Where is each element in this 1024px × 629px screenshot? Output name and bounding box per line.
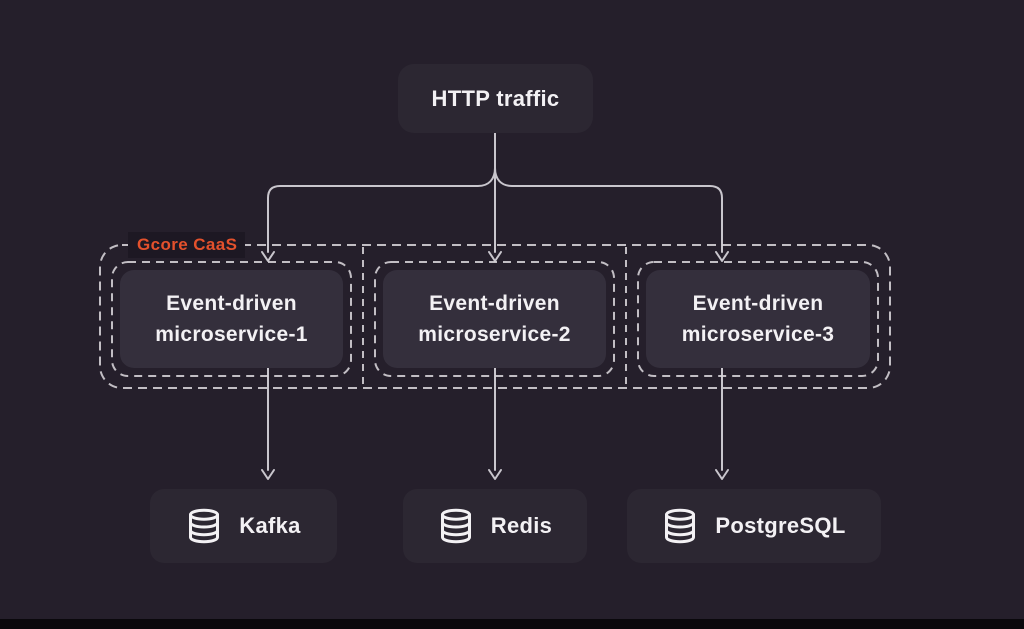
connector-branch-left	[267, 167, 496, 253]
db-node-kafka: Kafka	[150, 489, 337, 563]
service-1-dashed-frame	[111, 261, 352, 377]
arrowhead-db-2	[488, 469, 502, 480]
arrowhead-service-1	[261, 251, 275, 262]
database-cylinder-icon	[440, 508, 471, 544]
service-node-1: Event-driven microservice-1	[120, 270, 343, 368]
db-label-postgresql: PostgreSQL	[715, 513, 846, 538]
service-3-dashed-frame	[637, 261, 879, 377]
caas-label-backdrop	[128, 232, 245, 258]
service-node-2: Event-driven microservice-2	[383, 270, 606, 368]
arrowhead-service-2	[488, 251, 502, 262]
db-node-postgresql: PostgreSQL	[627, 489, 881, 563]
db-label-redis: Redis	[490, 513, 553, 538]
db-node-redis: Redis	[403, 489, 587, 563]
http-traffic-label: HTTP traffic	[431, 85, 560, 111]
service-3-label: Event-driven microservice-3	[681, 291, 835, 347]
database-cylinder-icon	[665, 508, 696, 544]
connector-branch-right	[494, 167, 723, 253]
arrowhead-service-3	[715, 251, 729, 262]
arrowhead-db-1	[261, 469, 275, 480]
service-1-label: Event-driven microservice-1	[155, 291, 308, 347]
arrowhead-db-3	[715, 469, 729, 480]
http-traffic-node: HTTP traffic	[398, 64, 593, 133]
caas-container-border	[99, 244, 891, 389]
service-2-dashed-frame	[374, 261, 615, 377]
database-cylinder-icon	[189, 508, 220, 544]
service-2-label: Event-driven microservice-2	[418, 291, 571, 347]
service-node-3: Event-driven microservice-3	[646, 270, 870, 368]
caas-container-label: Gcore CaaS	[137, 235, 238, 254]
letterbox-bar	[0, 619, 1024, 629]
db-label-kafka: Kafka	[239, 513, 301, 538]
